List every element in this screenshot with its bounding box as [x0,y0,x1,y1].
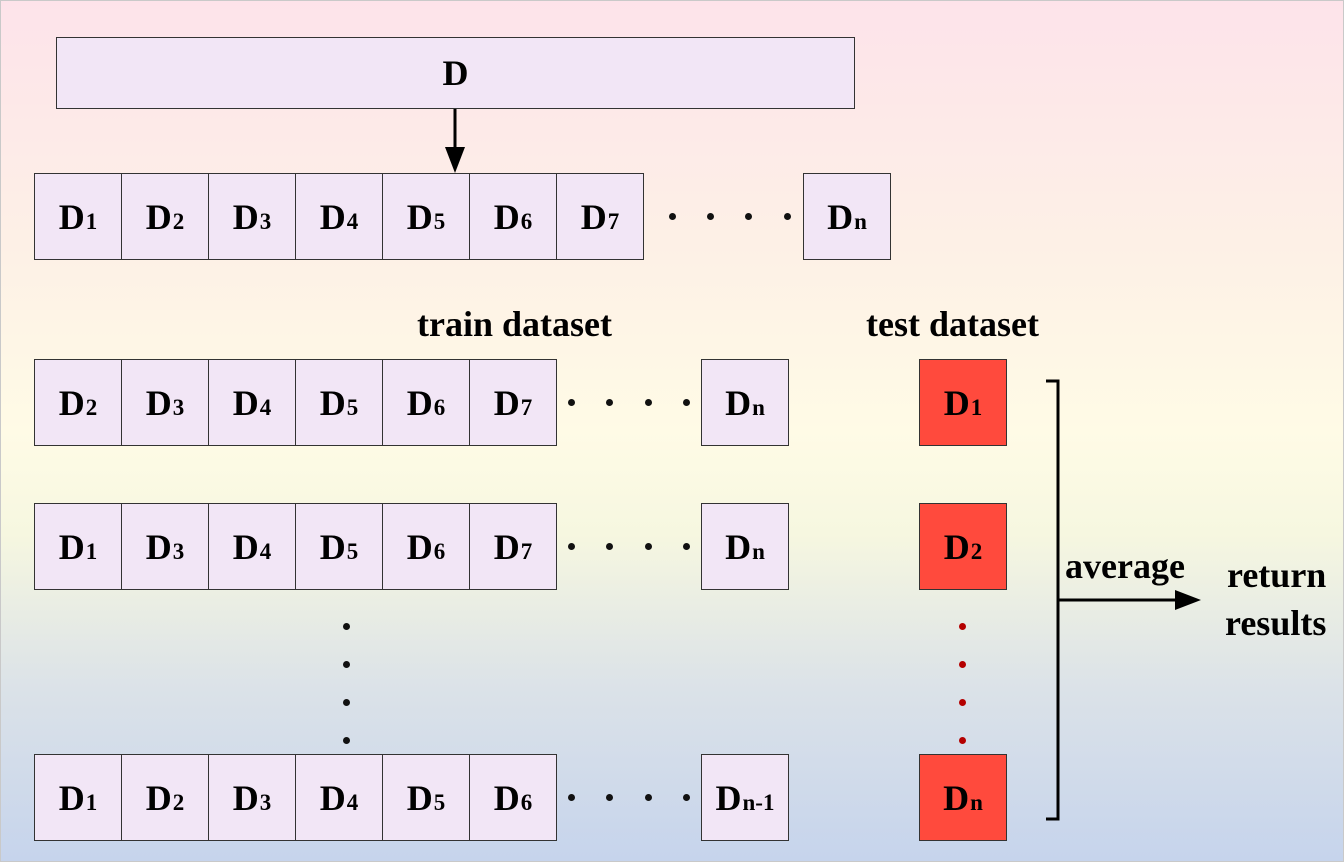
split-arrow [445,109,465,173]
ellipsis-dot [959,737,966,744]
ellipsis-dot [784,213,791,220]
ellipsis-dot [343,623,350,630]
ellipsis-dot [568,399,575,406]
average-arrow [1058,590,1201,610]
train-dataset-label: train dataset [417,304,612,344]
ellipsis-dot [669,213,676,220]
ellipsis-dot [645,543,652,550]
ellipsis-dot [343,699,350,706]
ellipsis-dot [745,213,752,220]
ellipsis-dot [645,399,652,406]
return-label-line2: results [1225,603,1327,643]
source-dataset-box: D [56,37,855,109]
ellipsis-dot [959,661,966,668]
ellipsis-dot [343,737,350,744]
ellipsis-dot [683,543,690,550]
return-label-line1: return [1227,555,1327,595]
source-dataset-label: D [442,53,469,93]
ellipsis-dot [606,543,613,550]
ellipsis-dot [707,213,714,220]
ellipsis-dot [343,661,350,668]
ellipsis-dot [959,623,966,630]
test-dataset-label: test dataset [866,304,1039,344]
ellipsis-dot [645,794,652,801]
ellipsis-dot [959,699,966,706]
ellipsis-dot [606,794,613,801]
result-bracket [1046,379,1060,821]
ellipsis-dot [683,399,690,406]
average-label: average [1065,546,1185,586]
ellipsis-dot [568,543,575,550]
ellipsis-dot [568,794,575,801]
ellipsis-dot [683,794,690,801]
ellipsis-dot [606,399,613,406]
